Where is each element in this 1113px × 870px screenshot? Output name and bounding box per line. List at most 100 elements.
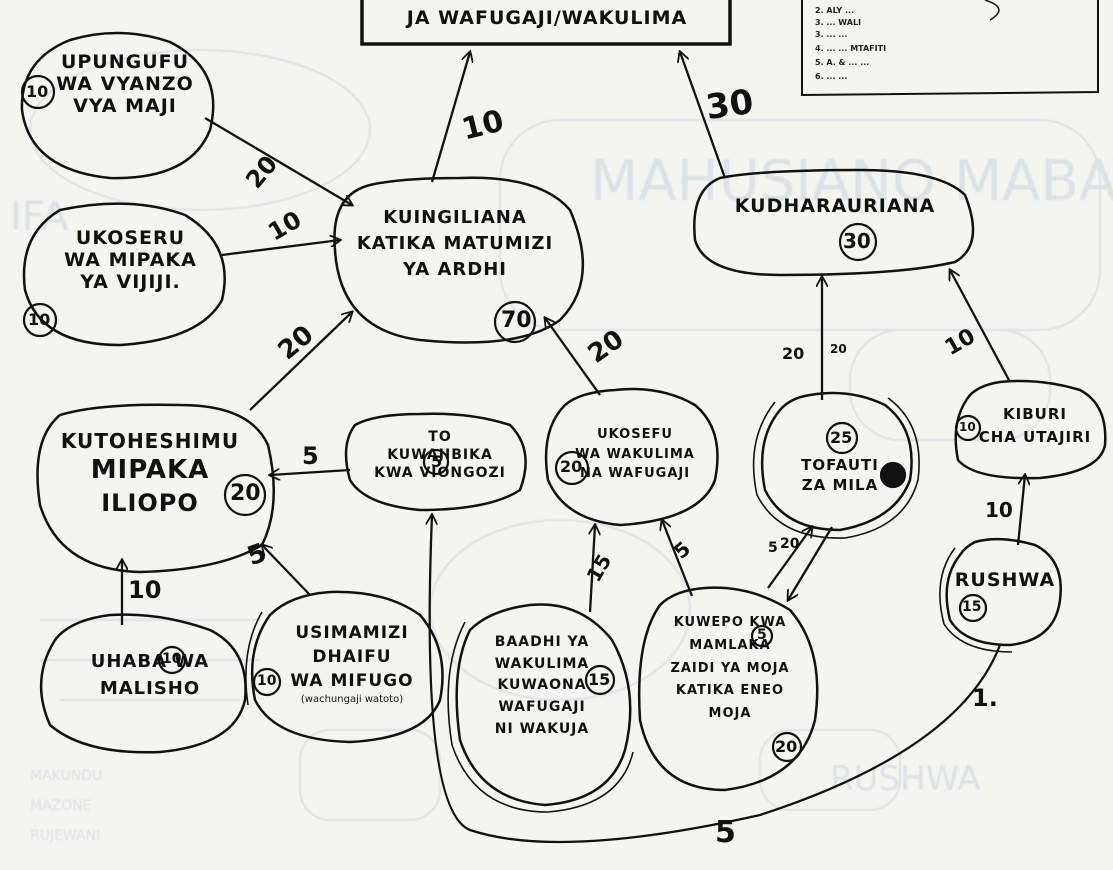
arrow-kuwepo-ukosefu	[662, 520, 694, 597]
arrow-kutoheshimu-kuingiliana	[249, 312, 352, 411]
usimamizi-line-2: DHAIFU	[312, 646, 392, 667]
kuwajibika-line-1: TO	[428, 429, 452, 445]
node-kiburi-shape	[954, 379, 1107, 480]
baadhi-line-3: KUWAONA	[497, 677, 587, 694]
svg-text:IFA: IFA	[10, 194, 69, 240]
score-kutoheshimu: 20	[230, 481, 261, 506]
score-kuwepo-b: 20	[775, 737, 798, 756]
arrow-baadhi-ukosefu	[590, 525, 595, 613]
legend-line-3: 3. ... ...	[815, 30, 848, 39]
baadhi-line-2: WAKULIMA	[494, 655, 590, 672]
score-usimamizi: 10	[257, 673, 277, 689]
ukosefu-line-1: UKOSEFU	[597, 427, 673, 442]
node-usimamizi-label: USIMAMIZI DHAIFU WA MIFUGO (wachungaji w…	[262, 622, 442, 707]
weight-kuwepo-tofauti: 5	[768, 540, 778, 556]
node-rushwa-shape	[945, 537, 1062, 647]
kuwepo-line-5: MOJA	[708, 706, 752, 721]
score-kuingiliana: 70	[501, 308, 532, 333]
legend-line-5: 5. A. & ... ...	[815, 58, 870, 67]
rushwa-line-1: RUSHWA	[954, 569, 1056, 591]
ukoseru-line-1: UKOSERU	[75, 227, 186, 249]
node-top-label: JA WAFUGAJI/WAKULIMA	[372, 7, 722, 30]
node-tofauti-shape	[760, 391, 913, 532]
node-kuwajibika-shape	[344, 412, 527, 512]
upungufu-line-1: UPUNGUFU	[60, 51, 190, 73]
node-baadhi-label: BAADHI YA WAKULIMA KUWAONA WAFUGAJI NI W…	[462, 632, 622, 740]
score-circles	[20, 74, 988, 763]
kiburi-line-1: KIBURI	[1003, 405, 1067, 423]
score-tofauti: 25	[830, 428, 853, 447]
top-label-line: JA WAFUGAJI/WAKULIMA	[406, 7, 688, 29]
usimamizi-line-3: WA MIFUGO	[290, 670, 414, 691]
ukosefu-line-2: WA WAKULIMA	[575, 446, 695, 462]
baadhi-line-5: NI WAKUJA	[494, 720, 590, 737]
kuwepo-line-4: KATIKA ENEO	[675, 683, 785, 699]
node-uhaba-label: UHABA WA MALISHO	[55, 648, 245, 702]
background-ghost: MAHUSIANO MABAYA IFA RUSHWA MAKUNDU MAZO…	[10, 49, 1113, 844]
tofauti-line-2: ZA MILA	[801, 476, 879, 495]
node-kuwepo-label: KUWEPO KWA MAMLAKA ZAIDI YA MOJA KATIKA …	[645, 612, 815, 726]
node-kuingiliana-shape	[333, 176, 585, 344]
svg-text:MAKUNDU: MAKUNDU	[30, 768, 102, 784]
node-kuwepo-shape	[637, 586, 819, 792]
score-baadhi: 15	[588, 670, 611, 689]
weight-rushwa-kuwajibika: 5	[715, 815, 736, 850]
arrow-usimamizi-kutoheshimu	[262, 545, 311, 596]
uhaba-line-2: MALISHO	[99, 678, 201, 699]
baadhi-line-4: WAFUGAJI	[498, 699, 586, 716]
arrow-dharau-top	[680, 52, 727, 179]
node-rushwa-label: RUSHWA	[950, 569, 1060, 592]
uhaba-line-1: UHABA WA	[90, 651, 210, 672]
svg-text:MAZONE: MAZONE	[30, 798, 92, 814]
ukosefu-line-3: NA WAFUGAJI	[579, 466, 691, 481]
upungufu-line-3: VYA MAJI	[73, 94, 177, 117]
score-kuwajibika: 5	[431, 452, 443, 471]
node-ukosefu-shape	[544, 387, 719, 527]
score-kudharauriana: 30	[843, 229, 871, 253]
usimamizi-line-1: USIMAMIZI	[295, 623, 409, 643]
node-uhaba-shape	[39, 613, 247, 754]
node-kutoheshimu-label: KUTOHESHIMU MIPAKA ILIOPO	[45, 428, 255, 519]
score-kiburi: 10	[959, 420, 976, 434]
arrow-kiburi-dharau	[950, 270, 1012, 383]
legend-line-2: 3. ... WALI	[815, 18, 862, 27]
node-usimamizi-shape	[250, 590, 444, 744]
mark-one: 1.	[972, 684, 998, 712]
kuingiliana-line-1: KUINGILIANA	[383, 207, 527, 228]
score-rushwa: 15	[962, 599, 982, 615]
arrow-tofauti-kuwepo	[788, 526, 833, 600]
weight-tofauti-dharau-b: 20	[830, 342, 847, 356]
baadhi-line-1: BAADHI YA	[494, 634, 590, 650]
tofauti-line-1: TOFAUTI	[801, 456, 879, 474]
legend-line-1: 2. ALY ...	[815, 6, 855, 15]
svg-text:RUSHWA: RUSHWA	[830, 759, 981, 799]
arrow-kuwajibika-kutoheshimu	[270, 470, 351, 475]
kuwepo-line-1: KUWEPO KWA	[673, 615, 787, 630]
legend-line-4: 4. ... ... MTAFITI	[815, 44, 887, 53]
score-upungufu: 10	[26, 82, 49, 101]
kutoheshimu-line-1: KUTOHESHIMU	[60, 429, 240, 453]
node-ukosefu-label: UKOSEFU WA WAKULIMA NA WAFUGAJI	[560, 425, 710, 484]
arrow-kuingiliana-top	[430, 52, 470, 183]
node-double-outlines	[245, 397, 1013, 813]
weight-tofauti-dharau: 20	[782, 344, 805, 363]
weight-dharau-top: 30	[703, 81, 756, 129]
score-ukoseru: 10	[28, 310, 51, 329]
kuingiliana-line-3: YA ARDHI	[402, 259, 507, 281]
kuwajibika-line-3: KWA VIONGOZI	[374, 465, 506, 482]
node-upungufu-shape	[20, 31, 215, 180]
node-upungufu-label: UPUNGUFU WA VYANZO VYA MAJI	[40, 51, 210, 118]
node-baadhi-shape	[455, 603, 632, 807]
upungufu-line-2: WA VYANZO	[56, 72, 194, 95]
top-box	[360, 0, 732, 46]
score-uhaba: 10	[162, 651, 182, 667]
node-kudharauriana-shape	[693, 168, 975, 277]
kuwepo-line-2: MAMLAKA	[689, 637, 771, 653]
kuwajibika-line-2: KUWAJIBIKA	[387, 447, 493, 464]
kiburi-line-2: CHA UTAJIRI	[978, 427, 1092, 446]
arrow-ukoseru-kuingiliana	[221, 240, 340, 257]
score-kuwepo: 5	[757, 627, 767, 643]
node-tofauti-label: TOFAUTI ZA MILA	[775, 455, 905, 496]
node-kuwajibika-label: TO KUWAJIBIKA KWA VIONGOZI	[355, 428, 525, 483]
arrow-kuwepo-tofauti	[767, 527, 812, 589]
